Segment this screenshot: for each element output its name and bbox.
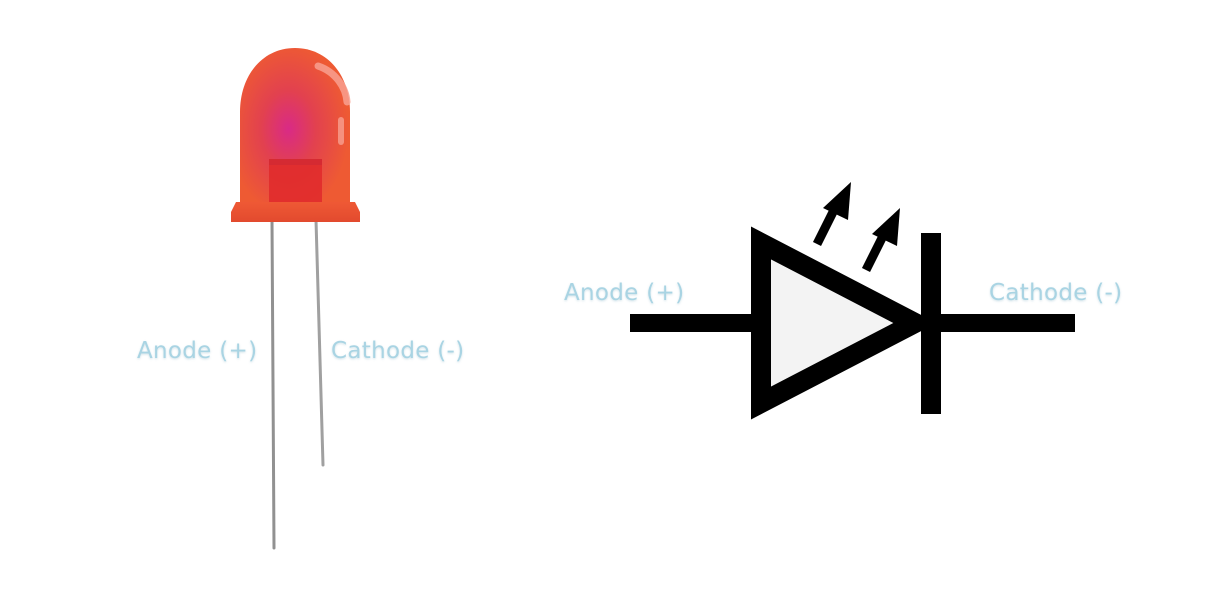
led-die xyxy=(269,159,322,206)
anode-lead xyxy=(270,218,276,550)
symbol-anode-label: Anode (+) xyxy=(564,280,685,306)
light-emission-arrows-icon xyxy=(812,182,900,273)
led-component xyxy=(231,48,360,550)
led-highlight xyxy=(314,62,351,106)
led-cathode-label: Cathode (-) xyxy=(331,338,465,364)
cathode-lead xyxy=(314,218,325,467)
diode-triangle xyxy=(751,226,937,420)
led-dome xyxy=(240,48,350,204)
cathode-bar xyxy=(921,233,941,414)
led-flange xyxy=(231,202,360,222)
led-anode-label: Anode (+) xyxy=(137,338,258,364)
led-schematic-symbol xyxy=(630,182,1075,420)
symbol-cathode-label: Cathode (-) xyxy=(989,280,1123,306)
